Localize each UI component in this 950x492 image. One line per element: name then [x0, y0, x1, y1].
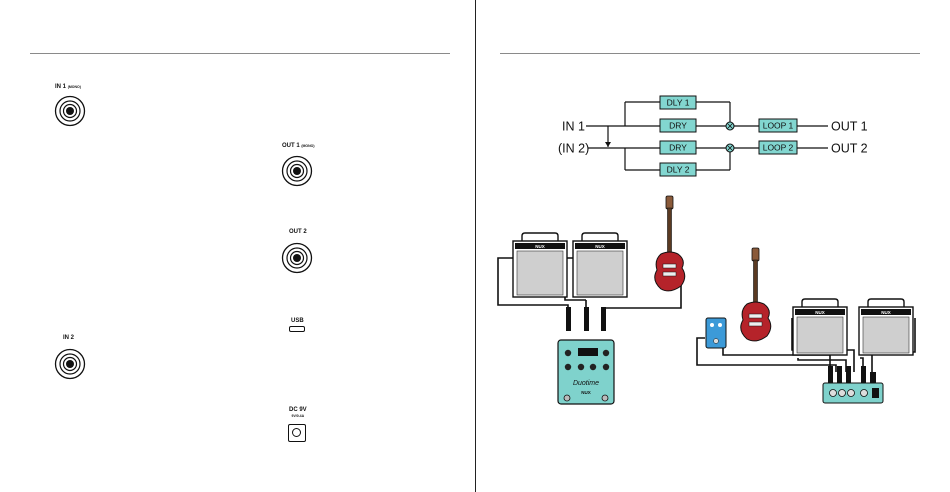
loop1-label: LOOP 1 [763, 121, 794, 131]
signal-flow-diagram: DLY 1 DRY DRY DLY 2 LOOP 1 LOOP 2 IN 1 (… [550, 92, 880, 184]
in1-flow-label: IN 1 [562, 120, 585, 134]
loop2-label: LOOP 2 [763, 143, 794, 153]
in1-label: IN 1 (MONO) [55, 84, 81, 90]
dly2-label: DLY 2 [667, 165, 690, 175]
svg-text:NUX: NUX [815, 310, 825, 315]
setup-illustration: NUX NUX Duotime NUX [480, 190, 950, 415]
svg-text:Duotime: Duotime [573, 380, 599, 387]
amp-1-icon: NUX [513, 233, 567, 297]
guitar-1-icon [655, 196, 685, 291]
amp-2-icon: NUX [573, 233, 627, 297]
duotime-pedal-icon: Duotime NUX [558, 340, 614, 404]
out2-jack-icon [281, 242, 313, 274]
pedal-top-view-icon [823, 383, 883, 403]
in1-jack-icon [54, 95, 86, 127]
dry-bottom-label: DRY [669, 143, 687, 153]
svg-text:NUX: NUX [535, 244, 545, 249]
left-header-rule [30, 53, 450, 54]
amp-4-icon: NUX [859, 299, 913, 355]
out2-label: OUT 2 [289, 229, 307, 235]
svg-text:NUX: NUX [881, 310, 891, 315]
in2-flow-label: (IN 2) [558, 142, 589, 156]
in2-jack-icon [54, 348, 86, 380]
out1-jack-icon [281, 155, 313, 187]
in2-label: IN 2 [63, 335, 74, 341]
out2-flow-label: OUT 2 [831, 142, 868, 156]
dly1-label: DLY 1 [667, 98, 690, 108]
dc-power-jack-icon [288, 424, 306, 442]
usb-port-icon [289, 326, 305, 332]
out1-flow-label: OUT 1 [831, 120, 868, 134]
guitar-2-icon [741, 248, 771, 341]
page-divider [475, 0, 476, 492]
out1-label: OUT 1 (MONO) [282, 143, 315, 149]
svg-text:NUX: NUX [581, 390, 591, 395]
svg-text:NUX: NUX [595, 244, 605, 249]
usb-label: USB [291, 318, 304, 324]
small-pedal-icon [706, 318, 726, 348]
amp-3-icon: NUX [793, 299, 847, 355]
dry-top-label: DRY [669, 121, 687, 131]
right-header-rule [500, 53, 920, 54]
